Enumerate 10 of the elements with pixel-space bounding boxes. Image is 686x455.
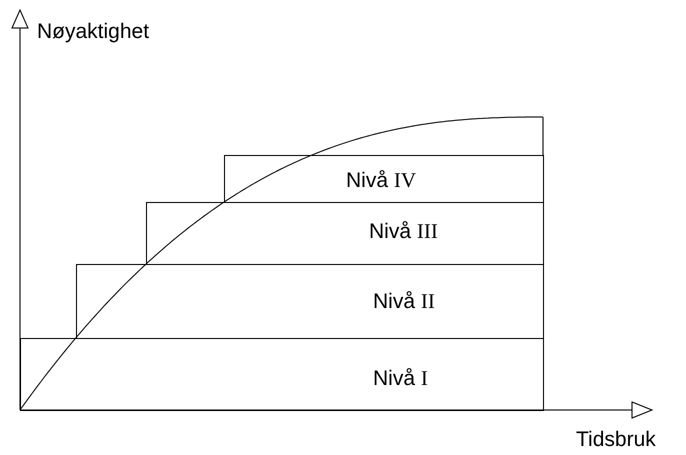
level-box [20, 338, 544, 411]
level-box [76, 264, 544, 339]
level-box [146, 202, 544, 265]
level-box [224, 155, 544, 203]
level-label: Nivå III [369, 219, 438, 244]
axis-title: Tidsbruk [576, 428, 656, 452]
level-label: Nivå II [373, 289, 435, 314]
level-label: Nivå IV [346, 168, 416, 193]
level-label: Nivå I [373, 366, 428, 391]
axis-title: Nøyaktighet [37, 20, 150, 44]
